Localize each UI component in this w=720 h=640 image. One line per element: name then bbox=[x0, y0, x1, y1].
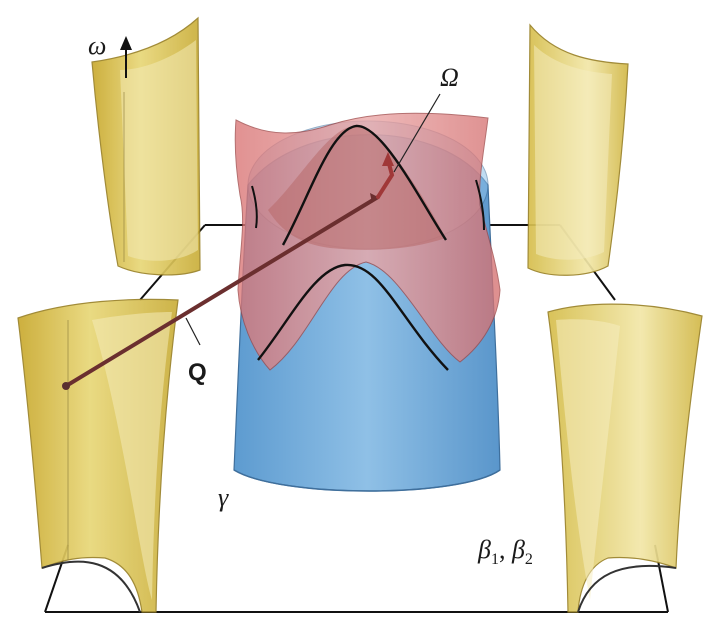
pocket-back-right bbox=[527, 23, 629, 276]
q-vector bbox=[62, 193, 380, 390]
omega-axis-arrowhead bbox=[120, 36, 132, 50]
red-band bbox=[234, 112, 501, 371]
omega-axis bbox=[120, 36, 132, 78]
q-leader-line bbox=[185, 317, 201, 346]
beta-label: β1, β2 bbox=[477, 535, 533, 568]
q-vector-label: Q bbox=[188, 359, 207, 386]
omega-arrow bbox=[376, 93, 441, 199]
pocket-front-left bbox=[17, 298, 179, 613]
pocket-back-left bbox=[91, 16, 201, 276]
pocket-front-right bbox=[547, 303, 703, 613]
gamma-label: γ bbox=[218, 483, 229, 512]
omega-vector-label: Ω bbox=[440, 63, 459, 92]
omega-axis-label: ω bbox=[88, 31, 106, 60]
omega-leader-line bbox=[393, 93, 441, 173]
q-vector-origin bbox=[62, 382, 70, 390]
